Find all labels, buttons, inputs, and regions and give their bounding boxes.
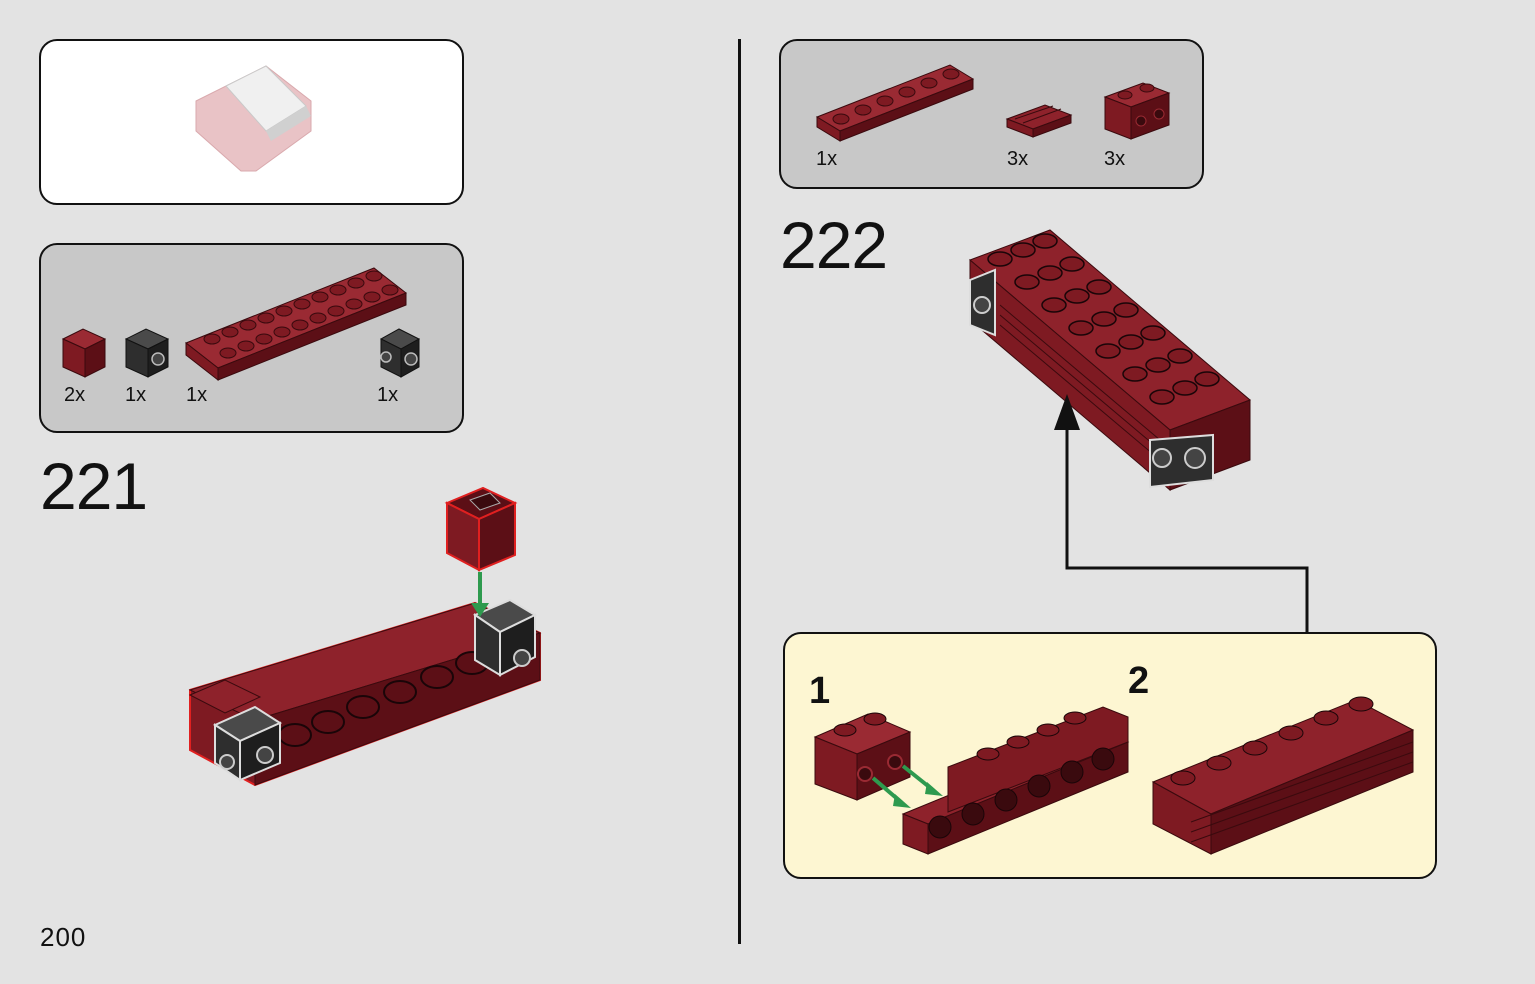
step-222-build-illustration bbox=[969, 229, 1251, 492]
step-number-222: 222 bbox=[780, 208, 888, 282]
step-221-build-illustration bbox=[188, 486, 542, 787]
red-1x2-grille-tile-icon bbox=[1005, 104, 1073, 138]
part-qty: 1x bbox=[377, 384, 399, 406]
parts-list-221: 2x 1x 1x 1x bbox=[39, 243, 464, 433]
part-qty: 3x bbox=[1007, 148, 1029, 170]
red-1x1-brick-icon bbox=[61, 328, 107, 378]
red-1x2-side-stud-brick-icon bbox=[1103, 82, 1171, 140]
page-number: 200 bbox=[40, 922, 87, 952]
part-qty: 1x bbox=[186, 384, 208, 406]
parts-list-222: 1x 3x 3x bbox=[779, 39, 1204, 189]
part-qty: 1x bbox=[816, 148, 838, 170]
faded-assembly-illustration bbox=[195, 65, 312, 172]
callout-connector-arrow bbox=[1054, 394, 1309, 632]
previous-assembly-box bbox=[39, 39, 464, 205]
red-2x10-plate-icon bbox=[185, 267, 407, 382]
part-qty: 1x bbox=[125, 384, 147, 406]
substep-number-2: 2 bbox=[1128, 660, 1150, 702]
part-qty: 2x bbox=[64, 384, 86, 406]
red-1x6-plate-icon bbox=[815, 64, 975, 142]
part-qty: 3x bbox=[1104, 148, 1126, 170]
substep-number-1: 1 bbox=[809, 670, 831, 712]
black-1x1-multi-stud-brick-icon bbox=[379, 328, 421, 378]
step-number-221: 221 bbox=[40, 449, 148, 523]
substep-2-illustration bbox=[1151, 696, 1415, 855]
page-divider bbox=[738, 39, 741, 944]
substep-1-illustration bbox=[813, 706, 1130, 855]
sub-assembly-callout: 1 2 bbox=[783, 632, 1437, 879]
black-1x1-side-stud-brick-icon bbox=[124, 328, 170, 378]
